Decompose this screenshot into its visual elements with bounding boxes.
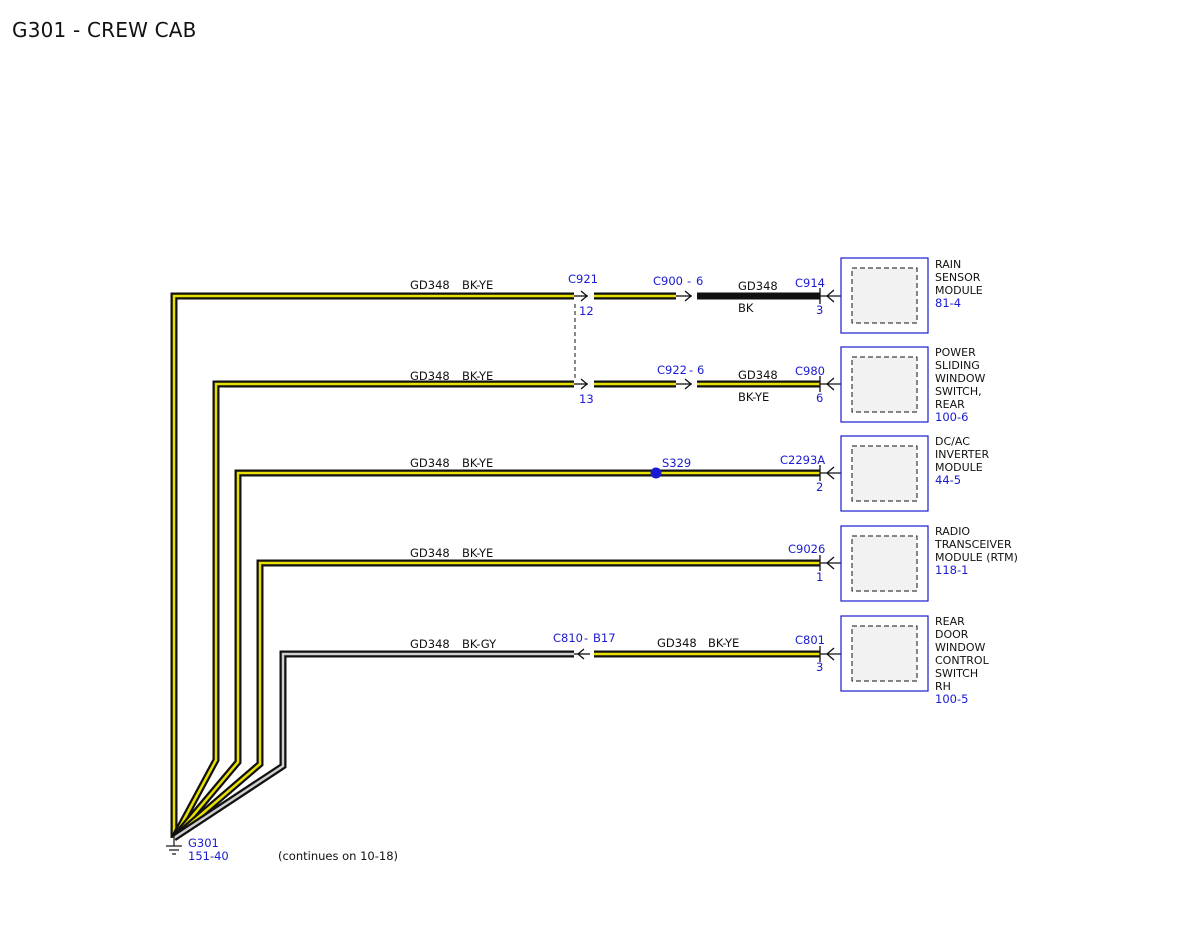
row2-right-circuit-label: GD348 [738, 368, 778, 382]
continuation-note: (continues on 10-18) [278, 849, 398, 863]
module-4-label: RADIO TRANSCEIVER MODULE (RTM) [934, 525, 1018, 564]
inline-connector-c922-symbol [676, 378, 693, 390]
row1-right-circuit-label: GD348 [738, 279, 778, 293]
row3-splice-label[interactable]: S329 [662, 456, 691, 470]
module-box-3 [840, 435, 929, 512]
row2-connector-label[interactable]: C980 [795, 364, 825, 378]
row5-pin-label: 3 [816, 660, 823, 674]
ground-icon [166, 836, 182, 855]
wire-gd348-to-c921 [170, 292, 574, 838]
inline-connector-c900-symbol [676, 290, 693, 302]
row1-color-label: BK-YE [462, 278, 493, 292]
row5-connector-label[interactable]: C801 [795, 633, 825, 647]
row3-pin-label: 2 [816, 480, 823, 494]
row4-pin-label: 1 [816, 570, 823, 584]
row5-inline-connector2-dash: - [584, 631, 588, 645]
row5-circuit-label: GD348 [410, 637, 450, 651]
row1-inline-connector2-dash: - [687, 274, 691, 288]
row5-right-color-label: BK-YE [708, 636, 739, 650]
row3-connector-label[interactable]: C2293A [780, 453, 825, 467]
wire-gd348-bk-gy-to-c810 [172, 650, 574, 841]
row1-inline-pin-label: 12 [579, 304, 594, 318]
wire-gd348-to-c9026 [171, 559, 820, 841]
row4-circuit-label: GD348 [410, 546, 450, 560]
splice-s329-dot [650, 467, 662, 479]
row5-inline-connector2-label[interactable]: C810 [553, 631, 583, 645]
row2-inline-pin-label: 13 [579, 392, 594, 406]
module-2-label: POWER SLIDING WINDOW SWITCH, REAR [935, 346, 989, 411]
module-5-ref[interactable]: 100-5 [935, 692, 968, 706]
module-1-label: RAIN SENSOR MODULE [935, 258, 984, 297]
row4-color-label: BK-YE [462, 546, 493, 560]
row1-circuit-label: GD348 [410, 278, 450, 292]
row2-inline-connector2-dash: - [689, 363, 693, 377]
module-4-ref[interactable]: 118-1 [935, 563, 968, 577]
wire-gd348-to-row2-inline [170, 380, 574, 840]
module-5-label: REAR DOOR WINDOW CONTROL SWITCH RH [935, 615, 992, 693]
module-1-ref[interactable]: 81-4 [935, 296, 961, 310]
row2-inline-pin2-label: 6 [697, 363, 704, 377]
row2-right-color-label: BK-YE [738, 390, 769, 404]
page-title: G301 - CREW CAB [12, 18, 197, 42]
ground-ref-label[interactable]: 151-40 [188, 849, 229, 863]
row3-color-label: BK-YE [462, 456, 493, 470]
row1-inline-connector-label[interactable]: C921 [568, 272, 598, 286]
module-box-1 [840, 257, 929, 334]
inline-connector-c921-symbol [574, 290, 589, 302]
row5-color-label: BK-GY [462, 637, 497, 651]
module-2-ref[interactable]: 100-6 [935, 410, 968, 424]
inline-connector-c810-symbol [574, 648, 590, 660]
row5-right-circuit-label: GD348 [657, 636, 697, 650]
wire-gd348-to-s329 [171, 469, 656, 841]
row1-right-color-label: BK [738, 301, 754, 315]
ground-name-label[interactable]: G301 [188, 836, 219, 850]
row2-inline-connector2-label[interactable]: C922 [657, 363, 687, 377]
module-box-4 [840, 525, 929, 602]
row2-pin-label: 6 [816, 391, 823, 405]
module-3-ref[interactable]: 44-5 [935, 473, 961, 487]
inline-connector-row2-symbol [574, 378, 589, 390]
module-3-label: DC/AC INVERTER MODULE [935, 435, 993, 474]
row1-pin-label: 3 [816, 303, 823, 317]
row4-connector-label[interactable]: C9026 [788, 542, 825, 556]
module-box-5 [840, 615, 929, 692]
row5-inline-pin2-label: B17 [593, 631, 616, 645]
row1-connector-label[interactable]: C914 [795, 276, 825, 290]
row2-color-label: BK-YE [462, 369, 493, 383]
row3-circuit-label: GD348 [410, 456, 450, 470]
row2-circuit-label: GD348 [410, 369, 450, 383]
row1-inline-connector2-label[interactable]: C900 [653, 274, 683, 288]
row1-inline-pin2-label: 6 [696, 274, 703, 288]
module-box-2 [840, 346, 929, 423]
